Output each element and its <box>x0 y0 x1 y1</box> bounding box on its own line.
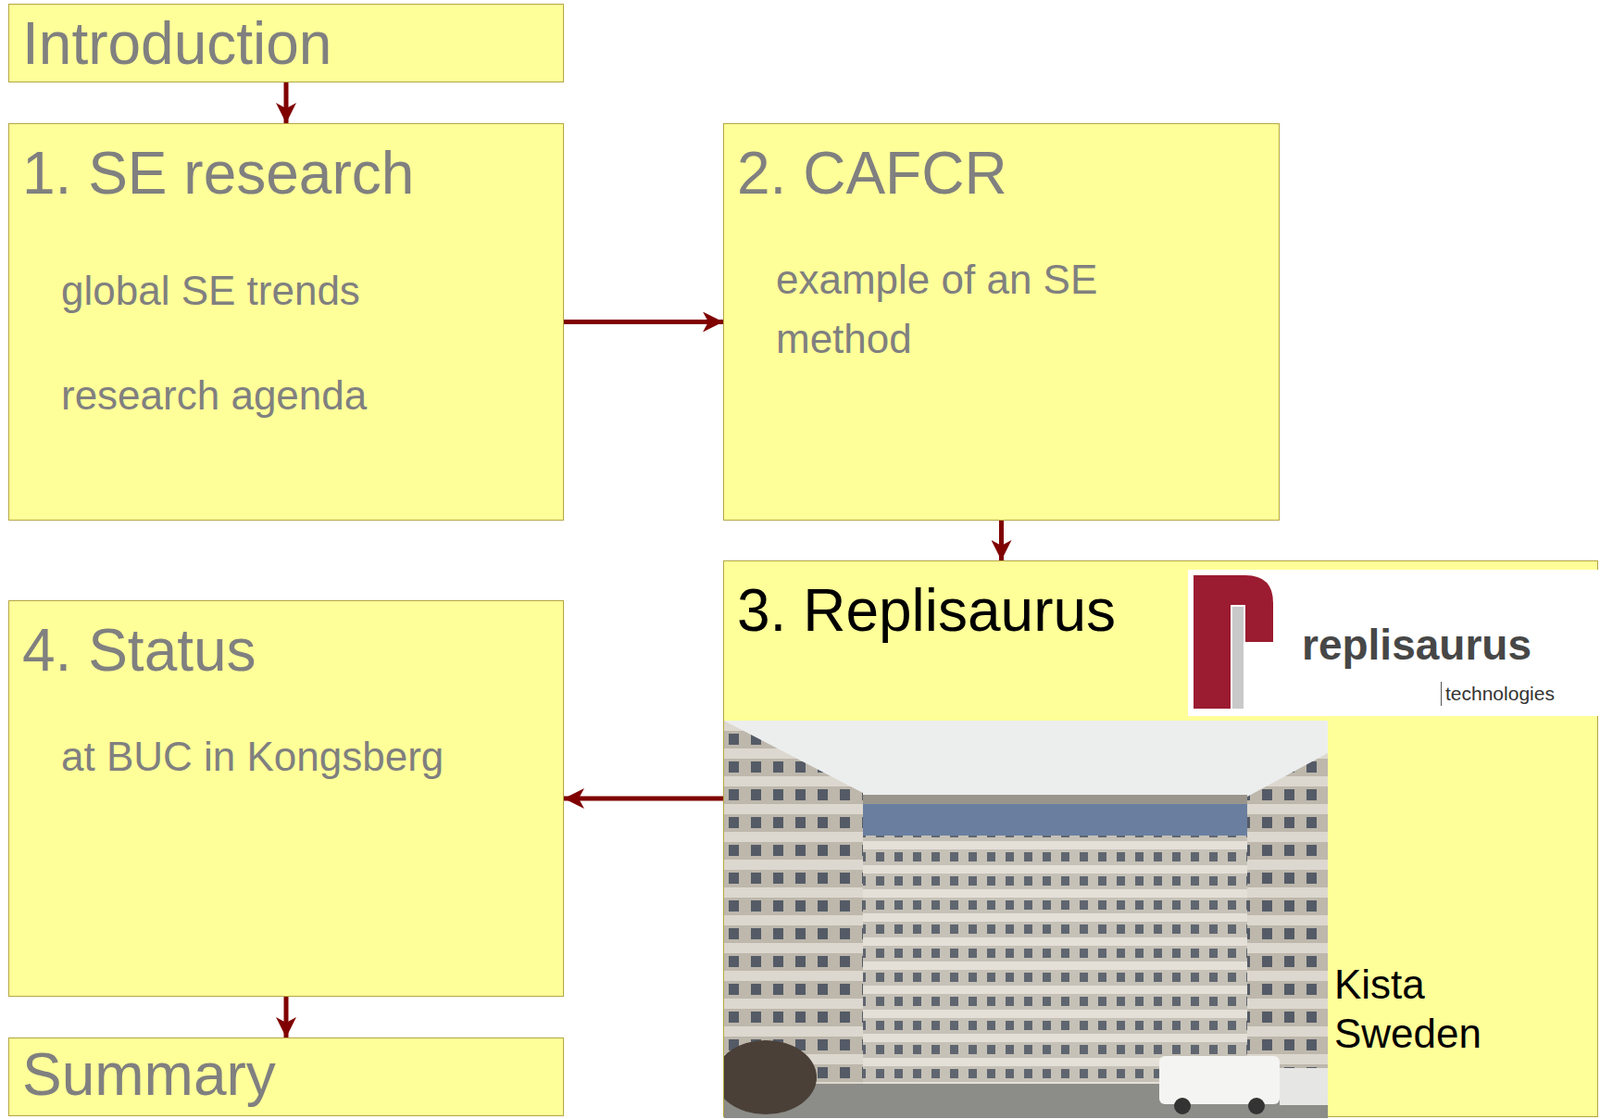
box-text: Kista Sweden <box>1334 959 1520 1058</box>
box-text: example of an SE method <box>775 250 1165 369</box>
section-box: 2. CAFCR example of an SE method <box>723 123 1280 521</box>
box-heading: Summary <box>22 1039 550 1109</box>
logo-wordmark-box: replisaurus <box>1301 620 1532 669</box>
flow-arrow <box>284 996 289 1038</box>
logo-subtitle: technologies <box>1445 681 1555 706</box>
box-text: global SE trends <box>61 265 550 315</box>
flow-arrow <box>563 319 724 325</box>
summary-box: Summary <box>8 1037 564 1116</box>
section-box: 4. Status at BUC in Kongsberg <box>8 600 564 997</box>
building-photo <box>724 720 1328 1118</box>
section-box: 1. SE research global SE trends research a… <box>8 123 564 521</box>
logo-wordmark: replisaurus <box>1301 620 1532 669</box>
flow-arrow <box>284 82 289 124</box>
intro-box: Introduction <box>8 3 564 83</box>
box-heading: 2. CAFCR <box>737 138 1266 208</box>
flow-arrow <box>563 796 724 801</box>
box-text: at BUC in Kongsberg <box>61 731 550 781</box>
box-heading: Introduction <box>22 9 550 78</box>
logo-subtitle-box: technologies <box>1440 681 1555 706</box>
box-heading: 1. SE research <box>22 138 550 208</box>
box-heading: 4. Status <box>22 615 550 685</box>
box-heading: 3. Replisaurus <box>737 575 1585 645</box>
section-box: 3. ReplisaurusKista Sweden <box>723 560 1599 1117</box>
flow-arrow <box>999 520 1004 561</box>
box-text: research agenda <box>61 370 550 420</box>
